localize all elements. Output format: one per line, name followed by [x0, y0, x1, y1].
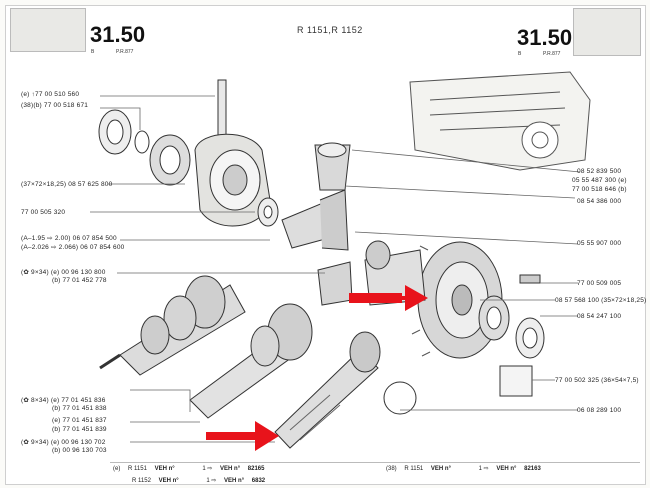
- footer-left-row1: (e) R 1151 VEH n° 1 ⇨ VEH n° 82165: [113, 465, 264, 472]
- label-left-1: (38)(b) 77 00 518 671: [21, 102, 89, 109]
- label-right-1: 05 55 487 300 (e): [572, 177, 627, 184]
- label-left-13: (b) 00 96 130 703: [52, 447, 107, 454]
- small-pinion-gear: [317, 261, 353, 306]
- red-arrows: [206, 285, 428, 451]
- label-right-9: 06 08 289 100: [577, 407, 622, 414]
- label-left-8: (✿ 8×34) (e) 77 01 451 836: [21, 397, 106, 404]
- label-right-4: 05 55 907 000: [577, 240, 622, 247]
- footer-left-row1-c1: R 1151: [128, 466, 147, 472]
- circlip: [383, 381, 417, 415]
- footer-right-row1-c1: R 1151: [404, 466, 424, 472]
- label-left-12: (✿ 9×34) (e) 00 96 130 702: [21, 439, 106, 446]
- footer-rule: [110, 462, 640, 463]
- label-left-5: (A–2.026 ⇨ 2.066) 06 07 854 600: [21, 244, 125, 251]
- header-thumbnail-right: [573, 8, 641, 56]
- footer-left-row2-c3: 1 ⇨: [206, 478, 217, 484]
- label-left-4: (A–1.95 ⇨ 2.00) 06 07 854 500: [21, 235, 117, 242]
- footer-left-row2-c1: R 1152: [132, 478, 151, 484]
- label-right-3: 08 54 386 000: [577, 198, 622, 205]
- planet-gear-shaft: [281, 189, 349, 251]
- label-left-3: 77 00 505 320: [21, 209, 66, 216]
- pinion-shaft: [274, 331, 381, 449]
- seal-ring-left: [98, 109, 150, 155]
- footer-right-row1: (38) R 1151 VEH n° 1 ⇨ VEH n° 82163: [386, 465, 541, 472]
- footer-right-row1-c3: 1 ⇨: [478, 466, 489, 472]
- label-right-2: 77 00 518 646 (b): [572, 186, 627, 193]
- footer-right-row1-c4: VEH n°: [496, 466, 517, 472]
- page-sub-left-b: B: [91, 49, 95, 55]
- label-right-8: 77 00 502 325 (36×54×7,5): [555, 377, 639, 384]
- page-sub-right-pr: P.R.877: [543, 51, 561, 57]
- page-sub-left-pr: P.R.877: [116, 49, 134, 55]
- seal-ring-right: [515, 317, 545, 359]
- footer-right-row1-c0: (38): [386, 466, 397, 472]
- second-shaft: [189, 303, 313, 419]
- footer-right-row1-c2: VEH n°: [430, 466, 451, 472]
- header-thumbnail-left: [10, 8, 86, 52]
- model-references: R 1151,R 1152: [297, 25, 363, 35]
- footer-left-row2: R 1152 VEH n° 1 ⇨ VEH n° 6832: [113, 477, 265, 484]
- label-left-7: (b) 77 01 452 778: [52, 277, 107, 284]
- arrow-crown-wheel: [349, 285, 428, 311]
- label-right-5: 77 00 509 005: [577, 280, 622, 287]
- footer-left-row1-c3: 1 ⇨: [202, 466, 213, 472]
- label-left-2: (37×72×18,25) 08 57 625 800: [21, 181, 113, 188]
- label-right-0: 08 52 839 500: [577, 168, 622, 175]
- seal-inset-box: [499, 365, 533, 397]
- footer-left-row2-c2: VEH n°: [158, 478, 179, 484]
- label-right-6: 08 57 568 100 (35×72×18,25): [555, 297, 647, 304]
- page-sub-right-b: B: [518, 51, 522, 57]
- leader-lines: [90, 95, 581, 443]
- sun-gear-top: [314, 142, 351, 191]
- footer-left-row1-c4: VEH n°: [220, 466, 241, 472]
- footer-left-row2-c5: 6832: [251, 478, 266, 484]
- label-left-10: (e) 77 01 451 837: [52, 417, 107, 424]
- page-number-left: 31.50: [90, 22, 146, 47]
- washer-center: [257, 197, 279, 227]
- label-left-9: (b) 77 01 451 838: [52, 405, 107, 412]
- bearing-right: [478, 295, 510, 341]
- bearing-left: [149, 134, 191, 186]
- footer-left-row1-c5: 82165: [247, 466, 265, 472]
- footer-left-row2-c4: VEH n°: [224, 478, 245, 484]
- bolt: [519, 274, 541, 284]
- label-left-11: (b) 77 01 451 839: [52, 426, 107, 433]
- pin-part: [217, 79, 227, 143]
- primary-shaft-cluster: [99, 275, 246, 376]
- differential-housing: [194, 133, 271, 227]
- footer-right-row1-c5: 82163: [524, 466, 541, 472]
- gearbox-housing-sketch: [409, 71, 591, 171]
- label-left-0: (e) ↑77 00 510 560: [21, 91, 80, 98]
- footer-left-row1-c0: (e): [113, 466, 121, 472]
- label-right-7: 08 54 247 100: [577, 313, 622, 320]
- label-left-6: (✿ 9×34) (e) 00 96 130 800: [21, 269, 106, 276]
- page-number-right: 31.50: [517, 25, 573, 50]
- footer-left-row1-c2: VEH n°: [154, 466, 175, 472]
- arrow-pinion-shaft: [206, 421, 279, 451]
